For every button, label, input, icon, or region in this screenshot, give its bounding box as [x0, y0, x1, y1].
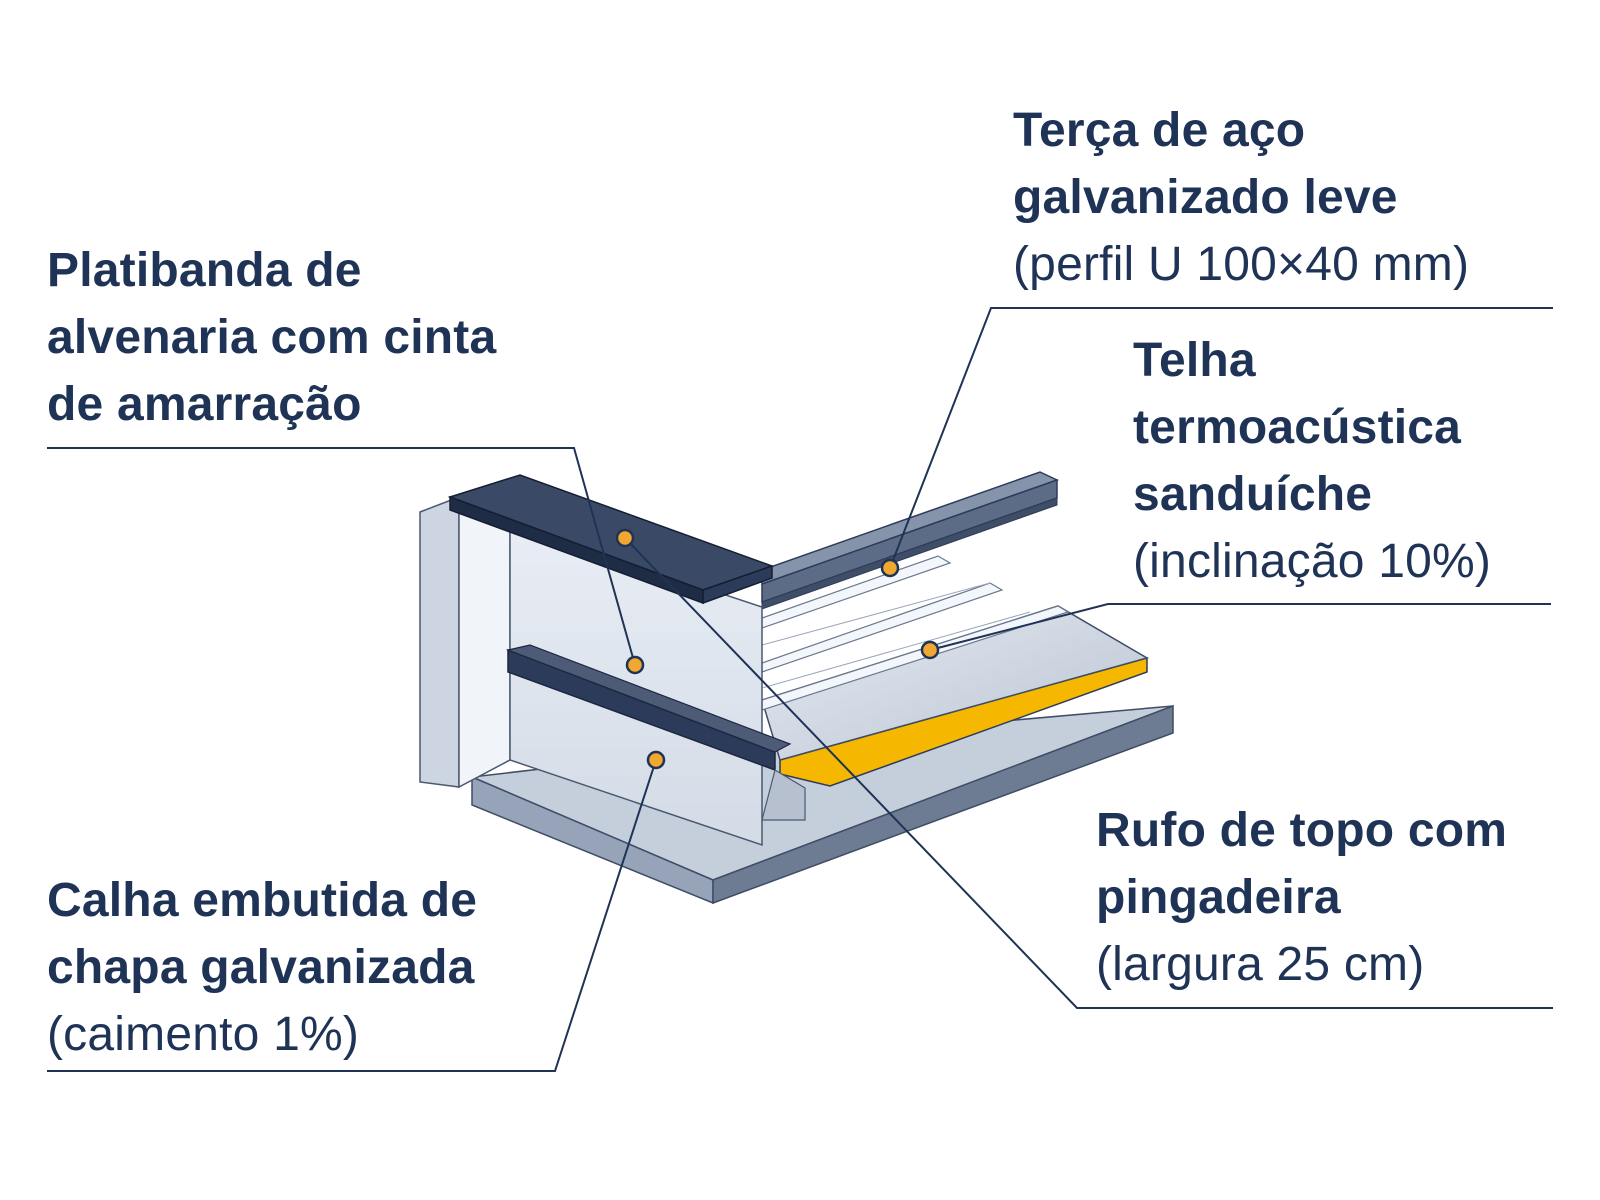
callout-text: Terça de aço: [1013, 104, 1306, 157]
leader-calha: [47, 759, 657, 1072]
embedded-gutter: [505, 644, 806, 821]
callout-text: pingadeira: [1096, 871, 1341, 924]
callout-text: termoacústica: [1133, 401, 1462, 454]
marker-calha: [646, 750, 666, 770]
callout-text: chapa galvanizada: [47, 941, 475, 994]
marker-rufo: [615, 528, 635, 548]
leader-rufo: [624, 537, 1553, 1009]
callout-text: sanduíche: [1133, 468, 1373, 521]
marker-terca: [880, 558, 900, 578]
concrete-slab: [469, 704, 1174, 905]
leader-lines: [47, 307, 1553, 1072]
steel-purlin: [761, 471, 1059, 610]
leader-telha: [929, 603, 1551, 651]
callout-note: (largura 25 cm): [1096, 938, 1425, 991]
callout-text: Rufo de topo com: [1096, 804, 1508, 857]
callout-text: Telha: [1133, 334, 1256, 387]
callout-markers: [615, 528, 940, 770]
callout-platibanda: Platibanda de alvenaria com cinta de ama…: [47, 237, 496, 438]
callout-note: (caimento 1%): [47, 1008, 360, 1061]
top-flashing: [447, 474, 775, 605]
callout-text: Platibanda de: [47, 244, 362, 297]
callout-text: galvanizado leve: [1013, 171, 1398, 224]
sandwich-roof-tile: [761, 555, 1149, 787]
callout-text: alvenaria com cinta: [47, 311, 497, 364]
callout-text: de amarração: [47, 378, 362, 431]
marker-platibanda: [625, 655, 645, 675]
callout-calha: Calha embutida de chapa galvanizada (cai…: [47, 867, 477, 1068]
leader-platibanda: [47, 447, 636, 666]
callout-text: Calha embutida de: [47, 874, 478, 927]
callout-note: (inclinação 10%): [1133, 535, 1492, 588]
leader-terca: [889, 307, 1553, 569]
callout-terca: Terça de aço galvanizado leve (perfil U …: [1013, 97, 1469, 298]
callout-note: (perfil U 100×40 mm): [1013, 238, 1470, 291]
callout-telha: Telha termoacústica sanduíche (inclinaçã…: [1133, 327, 1491, 595]
callout-rufo: Rufo de topo com pingadeira (largura 25 …: [1096, 797, 1507, 998]
marker-telha: [920, 640, 940, 660]
